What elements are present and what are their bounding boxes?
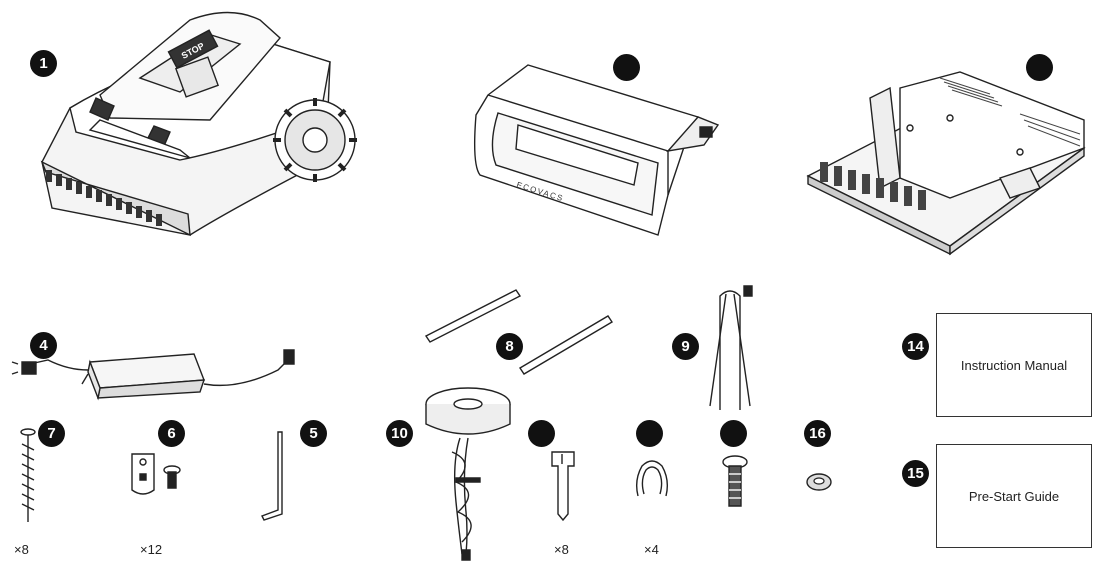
item-badge-10: 10	[386, 420, 413, 447]
instruction-manual-card: Instruction Manual	[936, 313, 1092, 417]
charging-base-icon	[800, 58, 1090, 258]
quantity-cable-peg: ×8	[554, 542, 569, 557]
item-badge-4: 4	[30, 332, 57, 359]
item-badge-14: 14	[902, 333, 929, 360]
quantity-blade-screw: ×12	[140, 542, 163, 557]
hex-key-icon	[256, 428, 290, 524]
item-badge-16: 16	[804, 420, 831, 447]
ground-screw-icon	[16, 426, 40, 526]
item-badge-3	[1026, 54, 1053, 81]
blade-screw-set-icon	[128, 450, 186, 500]
bolt-icon	[720, 454, 750, 510]
washer-icon	[804, 470, 834, 494]
item-badge-12	[636, 420, 663, 447]
item-badge-7: 7	[38, 420, 65, 447]
cable-peg-icon	[548, 448, 578, 520]
item-badge-15: 15	[902, 460, 929, 487]
item-badge-1: 1	[30, 50, 57, 77]
u-stake-icon	[700, 286, 760, 416]
item-badge-2	[613, 54, 640, 81]
pre-start-guide-card: Pre-Start Guide	[936, 444, 1092, 548]
cable-clip-icon	[632, 456, 672, 500]
robot-mower-icon: STOP	[30, 0, 360, 245]
quantity-ground-screw: ×8	[14, 542, 29, 557]
docking-cover-icon: ECOVACS	[468, 55, 728, 245]
item-badge-11	[528, 420, 555, 447]
rtk-antenna-icon	[416, 382, 520, 562]
item-badge-9: 9	[672, 333, 699, 360]
boundary-rods-icon	[420, 286, 620, 376]
pre-start-guide-label: Pre-Start Guide	[968, 488, 1060, 504]
item-badge-6: 6	[158, 420, 185, 447]
item-badge-13	[720, 420, 747, 447]
quantity-cable-clip: ×4	[644, 542, 659, 557]
instruction-manual-label: Instruction Manual	[960, 357, 1068, 373]
power-adapter-icon	[8, 340, 308, 410]
item-badge-5: 5	[300, 420, 327, 447]
item-badge-8: 8	[496, 333, 523, 360]
